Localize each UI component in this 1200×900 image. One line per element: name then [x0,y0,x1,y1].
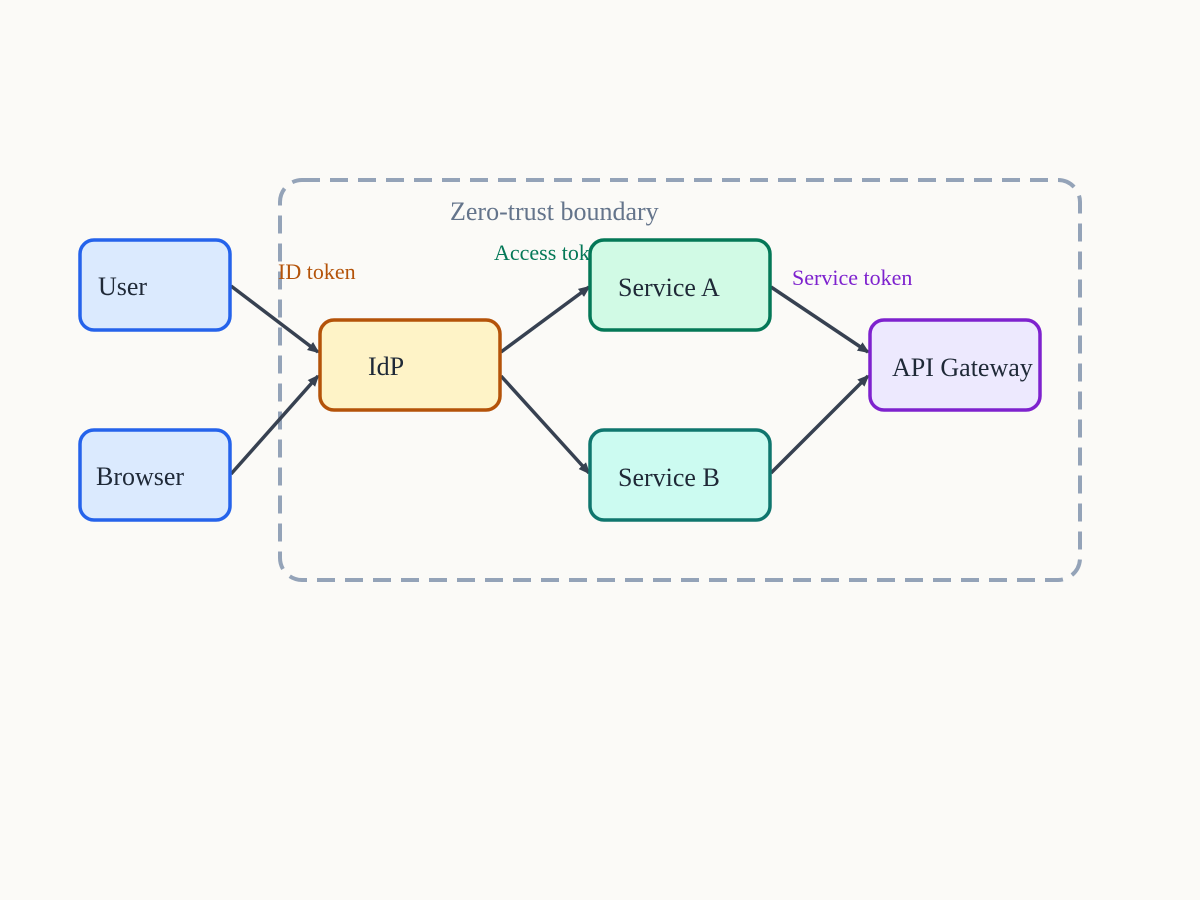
zero-trust-boundary [278,178,1082,582]
edge-browser-to-idp [229,374,320,476]
edge-idp-to-service-b [499,374,591,475]
node-idp-label: IdP [368,352,404,381]
node-idp: IdP [318,318,502,412]
edge-service-b-to-api-gateway [769,374,870,475]
edge-service-a-to-api-gateway [770,285,870,354]
edge-idp-to-service-a [499,285,591,354]
node-service-b: Service B [588,428,772,522]
node-browser-label: Browser [96,462,184,491]
node-browser: Browser [78,428,232,522]
node-service-a-label: Service A [618,273,720,302]
node-service-a: Service A [588,238,772,332]
node-service-b-label: Service B [618,463,720,492]
node-api-gateway: API Gateway [868,318,1042,412]
boundary-label: Zero-trust boundary [450,197,659,226]
edge-user-to-idp [229,284,320,354]
node-api-gateway-label: API Gateway [892,353,1033,382]
node-user-label: User [98,272,147,301]
node-user: User [78,238,232,332]
edge-label-id-token: ID token [278,259,356,284]
edge-label-service-token: Service token [792,265,912,290]
